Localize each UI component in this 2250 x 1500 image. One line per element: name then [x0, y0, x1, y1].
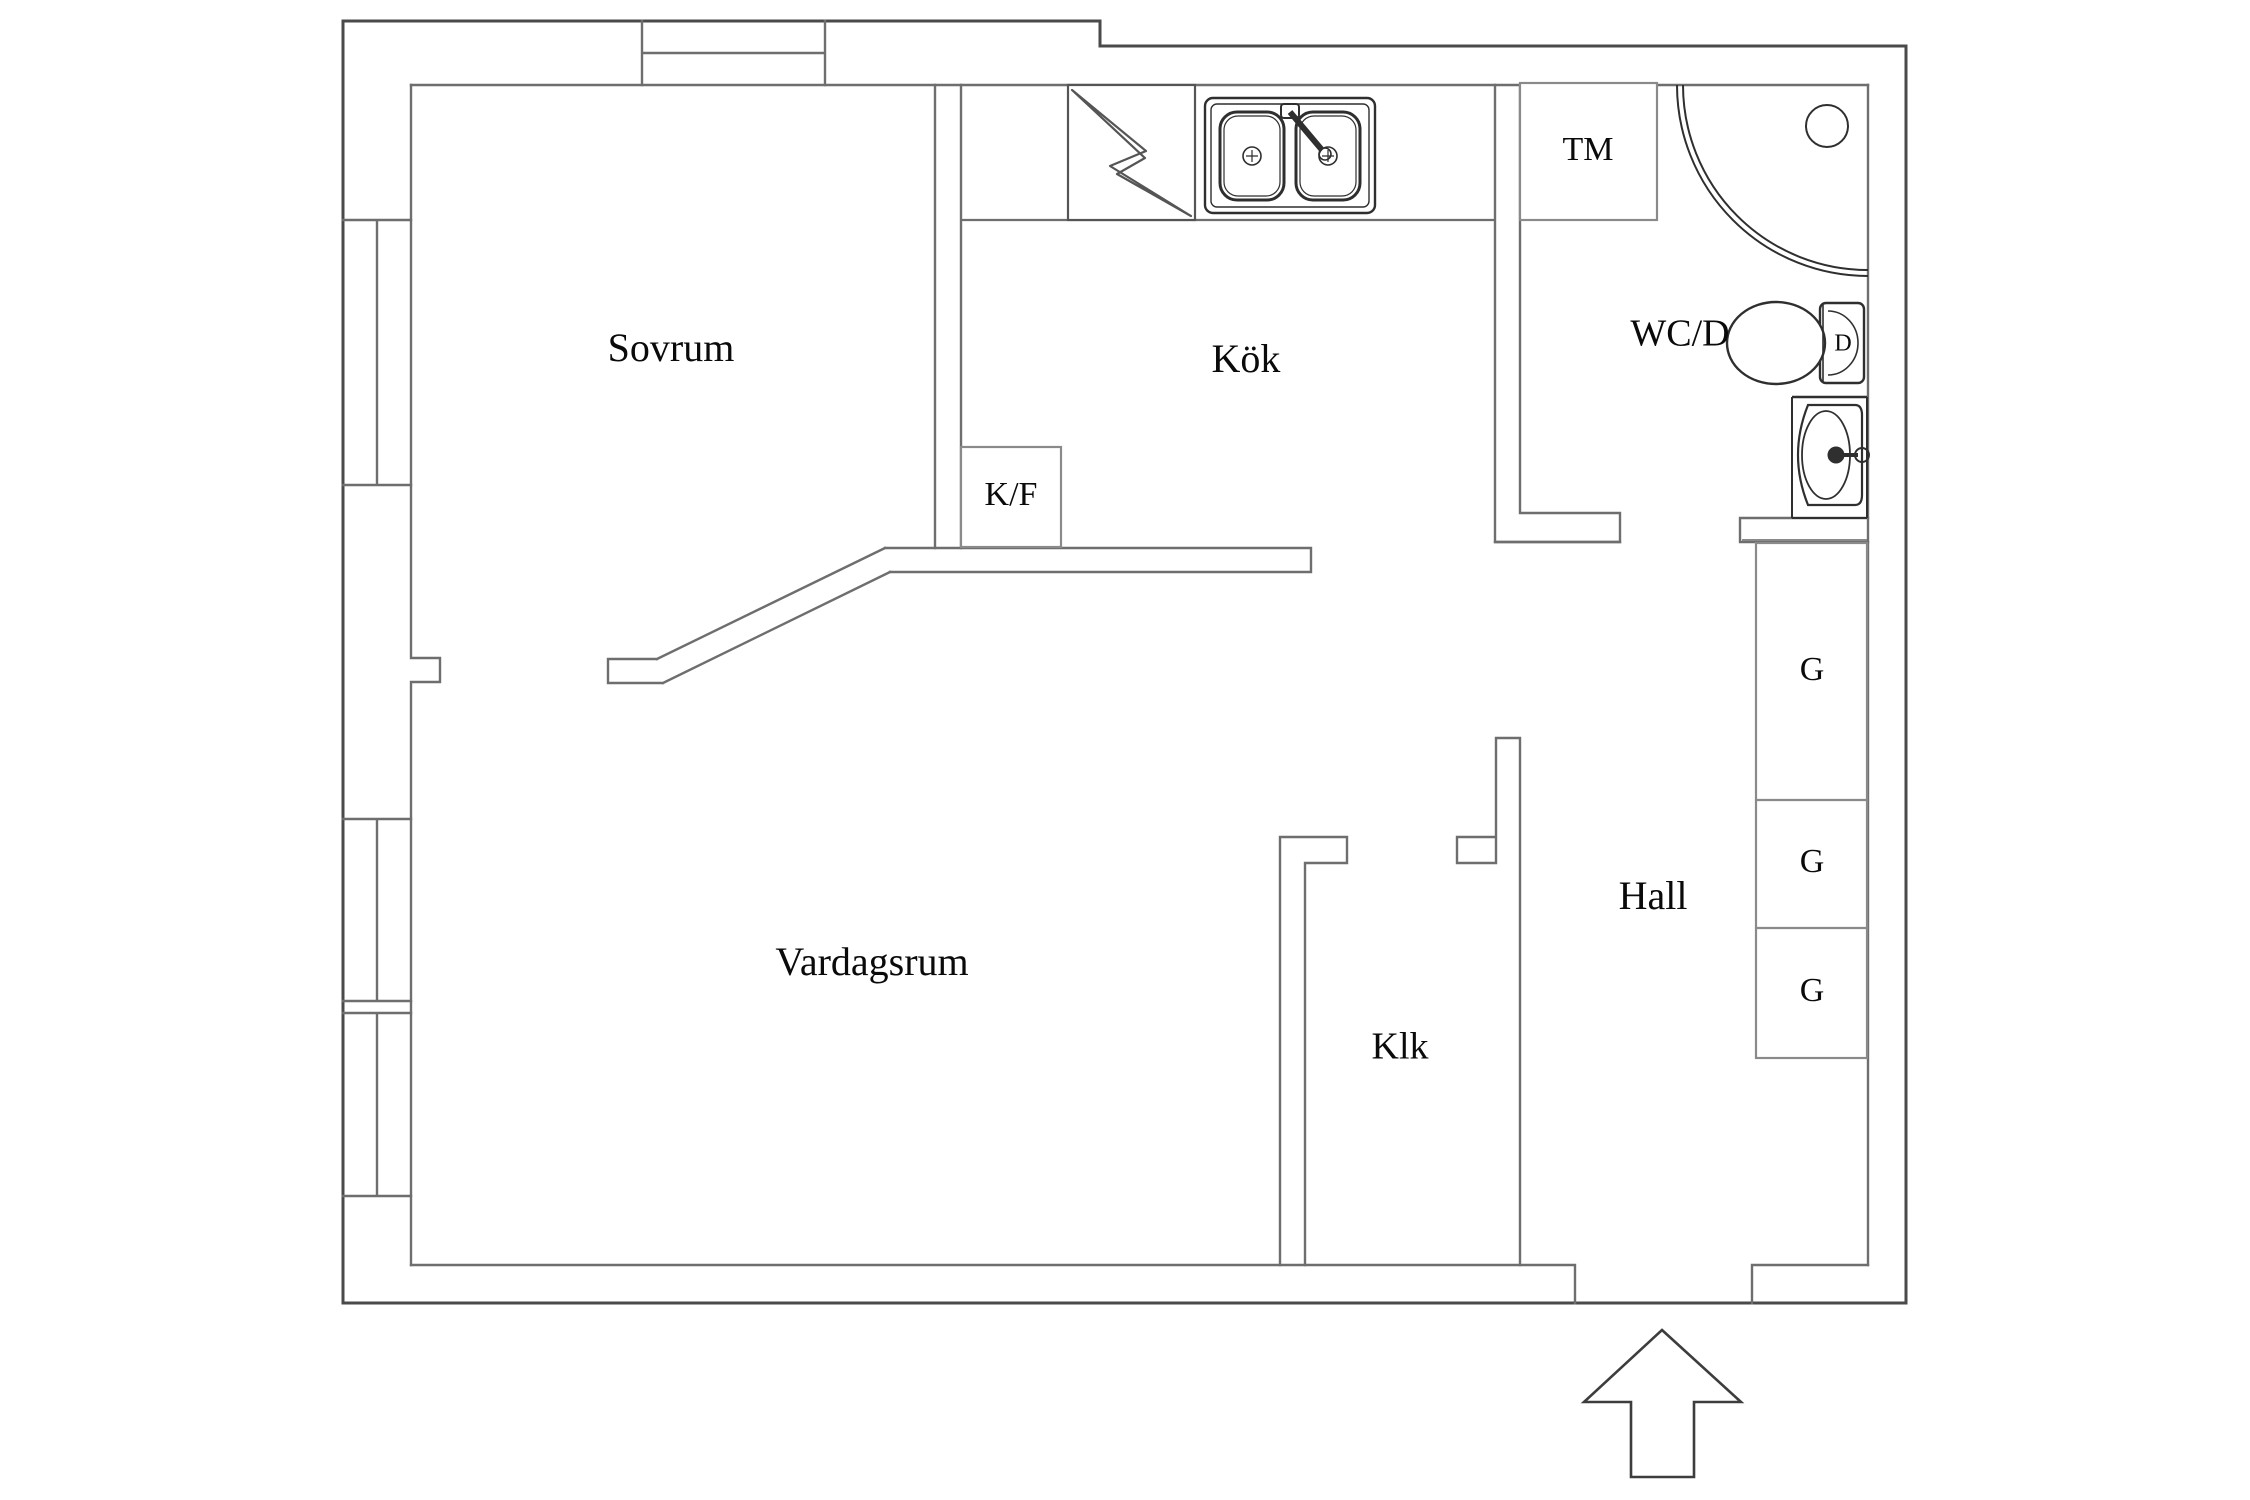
- room-label-closet: Klk: [1372, 1026, 1429, 1068]
- label-fridge-freezer: K/F: [985, 476, 1038, 513]
- fridge-freezer-box: [959, 445, 1063, 549]
- toilet-tank-letter: D: [1834, 331, 1851, 357]
- label-washing-machine: TM: [1563, 131, 1614, 168]
- washbasin-icon: [1791, 395, 1870, 519]
- inner-walls: [341, 19, 1870, 1305]
- stove-icon: [1066, 83, 1197, 222]
- room-label-kitchen: Kök: [1212, 336, 1281, 381]
- label-wardrobe-1: G: [1800, 651, 1825, 688]
- toilet-icon: [1725, 300, 1866, 386]
- outer-wall: [341, 19, 1908, 1305]
- wardrobe-column: [1742, 539, 1869, 1060]
- room-label-hall: Hall: [1619, 873, 1688, 918]
- room-label-living-room: Vardagsrum: [775, 939, 968, 984]
- room-label-bedroom: Sovrum: [608, 325, 735, 370]
- label-wardrobe-2: G: [1800, 843, 1825, 880]
- label-wardrobe-3: G: [1800, 972, 1825, 1009]
- room-label-bathroom: WC/D: [1630, 313, 1729, 355]
- washing-machine-box: [1518, 81, 1659, 222]
- shower-icon: [1676, 84, 1869, 277]
- kitchen-sink-icon: [1203, 96, 1377, 215]
- entrance-arrow-icon: [1580, 1328, 1745, 1479]
